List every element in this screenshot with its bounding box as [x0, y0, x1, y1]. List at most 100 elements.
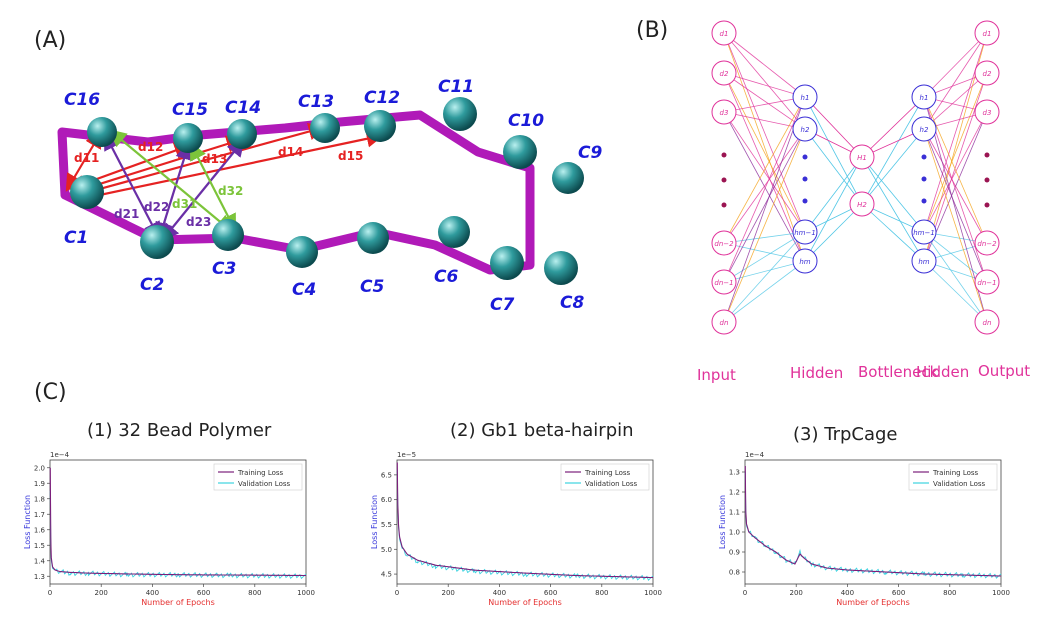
- edge: [923, 111, 988, 233]
- bead-label: C4: [292, 280, 316, 300]
- x-axis-label: Number of Epochs: [488, 598, 562, 607]
- bead: [544, 251, 578, 285]
- edge: [923, 128, 988, 283]
- edge: [723, 32, 806, 130]
- bead-label: C12: [364, 88, 400, 108]
- edge: [723, 231, 806, 283]
- bead: [503, 135, 537, 169]
- hidden-node-label: h2: [920, 126, 929, 134]
- bottleneck-node: [849, 191, 875, 217]
- x-tick-label: 800: [248, 589, 261, 597]
- series-line-training: [49, 467, 306, 577]
- ellipsis-dot: [802, 154, 808, 160]
- edge: [723, 32, 806, 98]
- edge: [861, 96, 925, 158]
- edge: [861, 128, 925, 205]
- bead-label: C14: [225, 98, 261, 118]
- bead-label: C13: [298, 92, 334, 112]
- distance-arrows-green: [108, 129, 237, 233]
- bead: [443, 97, 477, 131]
- edge: [723, 260, 806, 283]
- y-multiplier: 1e−4: [50, 451, 70, 459]
- edge: [723, 96, 806, 244]
- legend-label: Validation Loss: [585, 480, 637, 488]
- y-multiplier: 1e−4: [745, 451, 765, 459]
- x-tick-label: 0: [743, 589, 747, 597]
- input-node-label: d3: [720, 109, 729, 117]
- output-node-label: dn: [983, 319, 992, 327]
- output-node-label: d3: [983, 109, 992, 117]
- input-node: [711, 20, 737, 46]
- input-node: [711, 60, 737, 86]
- output-node: [974, 20, 1000, 46]
- hidden-node-label: h2: [801, 126, 810, 134]
- edge: [723, 72, 806, 233]
- y-tick-label: 1.1: [729, 509, 740, 517]
- input-node: [711, 269, 737, 295]
- y-tick-label: 4.5: [381, 571, 392, 579]
- hidden-node: [911, 116, 937, 142]
- edge: [723, 96, 806, 323]
- bead-label: C7: [490, 295, 514, 315]
- distance-label: d31: [172, 197, 197, 211]
- legend-box: [908, 463, 998, 491]
- output-node: [974, 99, 1000, 125]
- ae-label-output: Output: [978, 362, 1031, 380]
- bottleneck-node-label: H1: [857, 154, 867, 162]
- ellipsis-dot: [921, 198, 927, 204]
- y-tick-label: 5.0: [381, 546, 392, 554]
- bead: [364, 110, 396, 142]
- plot-title-3: (3) TrpCage: [793, 424, 898, 445]
- ellipsis-dot: [721, 177, 727, 183]
- y-tick-label: 1.3: [729, 469, 740, 477]
- output-node-label: d1: [983, 30, 992, 38]
- output-node-label: d2: [983, 70, 992, 78]
- bead-label: C5: [360, 277, 384, 297]
- x-tick-label: 1000: [644, 589, 662, 597]
- x-axis-label: Number of Epochs: [836, 598, 910, 607]
- y-tick-label: 5.5: [381, 521, 392, 529]
- ae-label-hidden-1: Hidden: [790, 364, 844, 382]
- y-tick-label: 1.7: [34, 511, 45, 519]
- y-tick-label: 1.3: [34, 573, 45, 581]
- edge: [723, 128, 806, 323]
- bead: [70, 175, 104, 209]
- input-node: [711, 99, 737, 125]
- y-tick-label: 1.2: [729, 489, 740, 497]
- y-tick-label: 1.0: [729, 529, 740, 537]
- polymer-diagram: C16 C15 C14 C13 C12 C11 C10 C9 C1 C2 C3 …: [57, 77, 602, 315]
- hidden-node-label: h1: [801, 94, 810, 102]
- edge: [923, 231, 988, 323]
- distance-label: d12: [138, 140, 163, 154]
- edge: [723, 32, 806, 233]
- distance-label: d14: [278, 145, 303, 159]
- y-tick-label: 2.0: [34, 464, 45, 472]
- bead-label: C15: [172, 100, 208, 120]
- output-node: [974, 60, 1000, 86]
- bead-label: C1: [64, 228, 88, 248]
- hidden-node: [792, 116, 818, 142]
- plot-title-1: (1) 32 Bead Polymer: [87, 420, 272, 441]
- bead: [310, 113, 340, 143]
- y-tick-label: 1.9: [34, 480, 45, 488]
- bead: [357, 222, 389, 254]
- edge: [804, 96, 863, 205]
- edge: [923, 128, 988, 323]
- edge: [923, 72, 988, 233]
- series-line-training: [396, 462, 654, 579]
- bead: [173, 123, 203, 153]
- bottleneck-node-label: H2: [857, 201, 867, 209]
- edge: [723, 231, 806, 244]
- edge: [923, 32, 988, 130]
- output-node: [974, 309, 1000, 335]
- bead-label: C16: [64, 90, 100, 110]
- edge: [723, 242, 806, 262]
- bead: [87, 117, 117, 147]
- ellipsis-dot: [921, 176, 927, 182]
- edge: [723, 111, 806, 233]
- input-node: [711, 309, 737, 335]
- y-axis-label: Loss Function: [370, 495, 379, 549]
